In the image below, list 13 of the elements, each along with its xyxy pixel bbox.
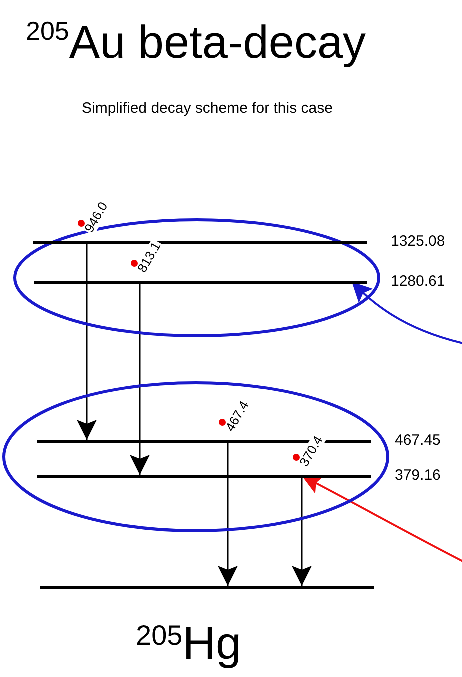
energy-value: 467.45 [395, 432, 441, 450]
energy-value: 1325.08 [391, 233, 446, 251]
arrow [77, 244, 97, 440]
nuclide-label: $^{205}$Hg [136, 620, 242, 666]
arrow [218, 443, 238, 586]
energy-value: 379.16 [395, 467, 441, 485]
title: $^{205}$Au beta-decay [26, 18, 366, 65]
subtitle: Simplified decay scheme for this case [82, 100, 333, 117]
arrow [351, 281, 462, 346]
energy-level-line [40, 586, 374, 589]
arrow [130, 284, 150, 475]
arrow [292, 478, 312, 586]
energy-value: 1280.61 [391, 273, 446, 291]
